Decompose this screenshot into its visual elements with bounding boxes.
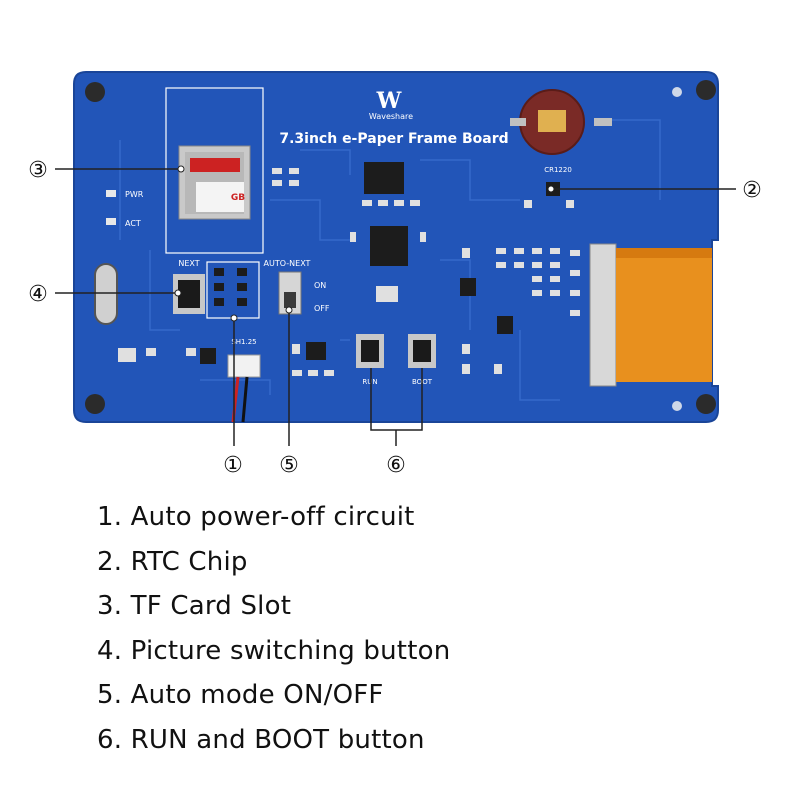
switch-off-label: OFF [314,304,330,313]
crystal [376,286,398,302]
fpc-ribbon [616,248,712,382]
mount-hole-br [696,394,716,414]
pwr-led [106,190,116,197]
aux-chip [200,348,216,364]
switch-on-label: ON [314,281,326,290]
run-button [356,334,384,368]
board-title: 7.3inch e-Paper Frame Board [279,131,508,147]
run-label: RUN [362,378,377,386]
legend-list: 1. Auto power-off circuit 2. RTC Chip 3.… [97,498,787,766]
tf-slot-outline [165,87,264,254]
legend-item-1: 1. Auto power-off circuit [97,502,415,532]
fpc-ribbon-shade [616,248,712,258]
next-label: NEXT [178,259,199,268]
callout-marker-2: ② [742,178,762,203]
callout-marker-1: ① [223,453,243,478]
usb-c-port [94,263,118,325]
callout-marker-6: ⑥ [386,453,406,478]
connector-label: SH1.25 [231,338,256,346]
tf-card-slot: GB [178,145,251,220]
sd-card-label: GB [231,193,245,203]
legend-item-2: 2. RTC Chip [97,546,248,577]
legend-item-3: 3. TF Card Slot [97,591,292,622]
auto-power-off-circuit [214,268,247,306]
fet-chip-1 [460,278,476,296]
legend-item-4: 4. Picture switching button [97,635,451,666]
passive-components [118,168,580,376]
mount-holes [85,80,716,414]
fet-chip-2 [497,316,513,334]
legend-item-5: 5. Auto mode ON/OFF [97,680,384,711]
ic-chips [200,162,560,364]
mount-hole-tr [696,80,716,100]
fpc-connector [589,243,617,387]
auto-next-label: AUTO-NEXT [264,259,311,268]
callout-dots [174,165,555,322]
status-leds: PWR ACT [106,190,144,228]
waveshare-brand: Waveshare [369,112,413,121]
flash-chip [364,162,404,194]
mcu-chip [370,226,408,266]
callout-line-6 [370,368,423,446]
auto-next-switch [278,271,302,315]
mount-hole-tl [85,82,105,102]
legend-item-6: 6. RUN and BOOT button [97,724,425,755]
boot-button [408,334,436,368]
sh-connector [227,354,261,378]
mount-hole-br2 [672,401,682,411]
waveshare-logo: W Waveshare [369,88,413,121]
waveshare-logo-mark: W [376,88,402,114]
pwr-label: PWR [125,190,144,199]
regulator-chip [306,342,326,360]
pcb-traces [119,119,661,401]
callout-marker-5: ⑤ [279,453,299,478]
callout-marker-4: ④ [28,282,48,307]
battery-label: CR1220 [544,166,572,174]
act-led [106,218,116,225]
callout-lines [55,168,736,446]
battery-holder [510,89,612,155]
mount-hole-tr2 [672,87,682,97]
callout-markers: ③ ④ ② ① ⑤ ⑥ [28,158,762,478]
callout-marker-3: ③ [28,158,48,183]
mount-hole-bl [85,394,105,414]
act-label: ACT [125,219,141,228]
